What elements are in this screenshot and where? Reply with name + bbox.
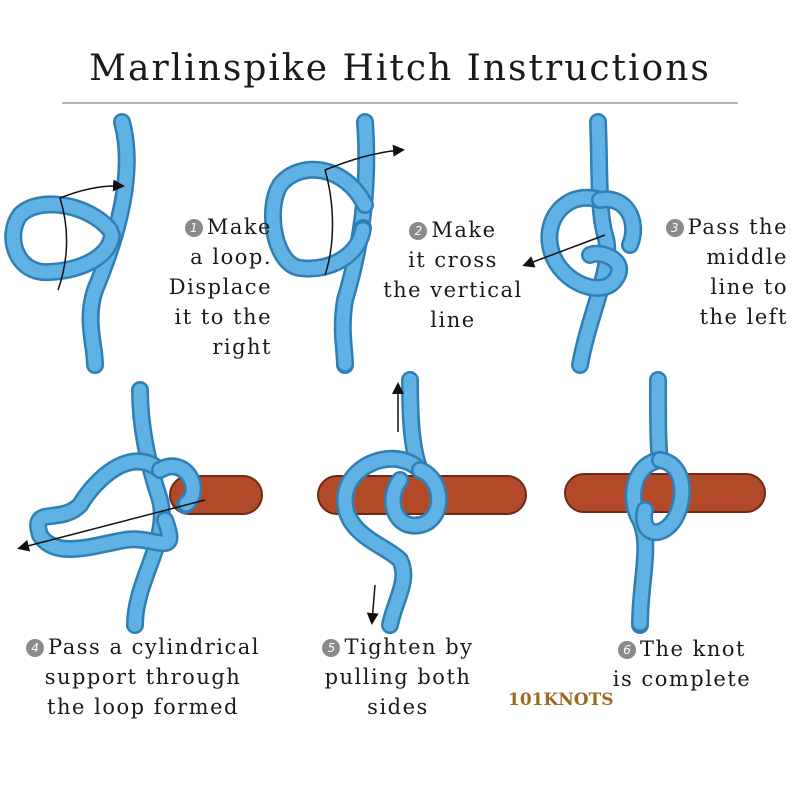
step-6-support-rod [564, 473, 766, 513]
step-1-rope [4, 113, 136, 374]
step-2-number-badge: 2 [409, 222, 428, 240]
step-5-line-1: Tighten by [344, 635, 474, 659]
step-6-number-badge: 6 [618, 641, 637, 659]
step-5-illustration [317, 371, 527, 634]
step-4-line-1: Pass a cylindrical [48, 635, 260, 659]
step-4-number-badge: 4 [26, 639, 45, 657]
step-1-line-1: Make [206, 215, 272, 239]
brand-logo: 101KNOTS [508, 690, 614, 710]
step-6-line-2: is complete [612, 667, 752, 691]
step-5-line-3: sides [367, 695, 429, 719]
step-4-line-2: support through [44, 665, 242, 689]
step-4-illustration [17, 381, 263, 634]
step-3-line-1: Pass the [687, 215, 788, 239]
step-5-line-2: pulling both [324, 665, 472, 689]
step-6-illustration [564, 371, 766, 634]
step-5-rope [335, 371, 448, 634]
step-3-line-4: the left [699, 305, 788, 329]
step-2-line-2: it cross [408, 248, 498, 272]
step-1-line-5: right [212, 335, 272, 359]
step-2-line-3: the vertical [383, 278, 523, 302]
step-1-number-badge: 1 [184, 219, 203, 237]
step-1-line-3: Displace [168, 275, 272, 299]
step-2-illustration [264, 113, 405, 374]
step-2-line-1: Make [431, 218, 497, 242]
step-6-rope [624, 371, 691, 634]
step-6-line-1: The knot [640, 637, 746, 661]
step-2-line-4: line [430, 308, 476, 332]
step-3-line-3: line to [710, 275, 788, 299]
step-1-illustration [4, 113, 136, 374]
title-divider [62, 102, 738, 104]
step-1-line-2: a loop. [190, 245, 272, 269]
step-3-rope [540, 113, 643, 374]
step-5-number-badge: 5 [322, 639, 341, 657]
step-3-number-badge: 3 [665, 219, 684, 237]
step-1-line-4: it to the [174, 305, 272, 329]
step-3-illustration [522, 113, 643, 374]
step-2-rope [264, 113, 376, 374]
step-3-line-2: middle [706, 245, 788, 269]
page-title: Marlinspike Hitch Instructions [89, 48, 711, 89]
step-4-rope [29, 381, 203, 634]
step-4-line-3: the loop formed [47, 695, 239, 719]
